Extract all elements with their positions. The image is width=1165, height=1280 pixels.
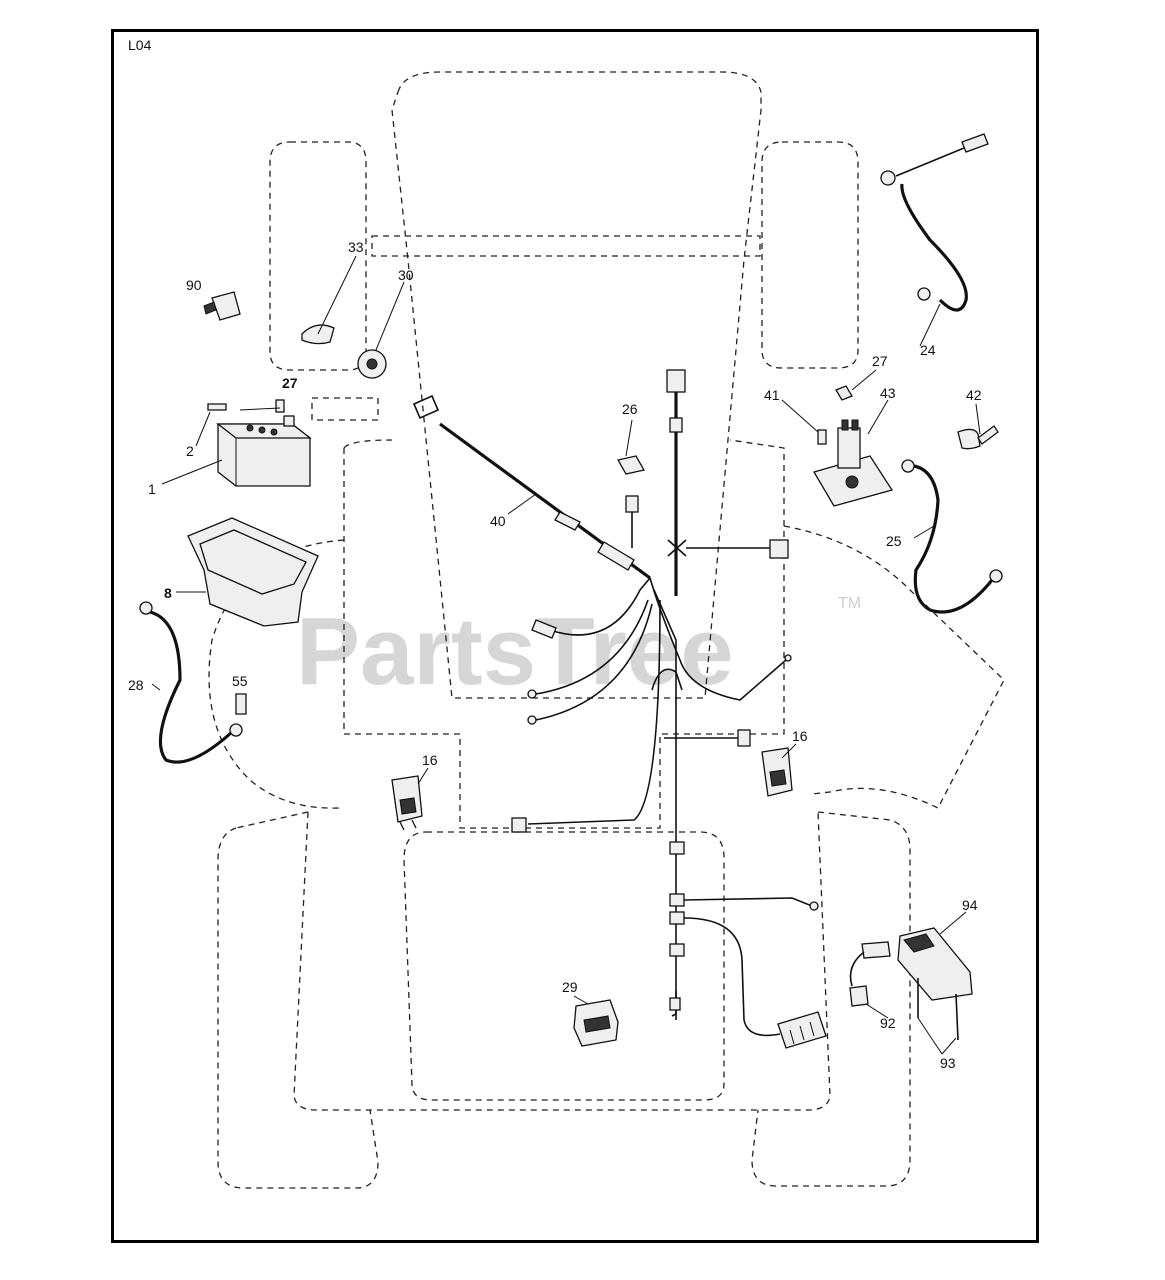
callout-labels: 1 2 8 16 16 24 25 26 27 27 28 29 30 33 4… <box>128 239 982 1071</box>
callout-92: 92 <box>880 1015 896 1031</box>
rear-right-tire-outline <box>751 811 911 1187</box>
part-26-fuse <box>616 455 646 475</box>
harness-top-plug <box>666 369 686 393</box>
part-1-battery <box>216 415 312 487</box>
callout-55: 55 <box>232 673 248 689</box>
callout-40: 40 <box>490 513 506 529</box>
callout-30: 30 <box>398 267 414 283</box>
front-right-tire-outline <box>761 141 859 369</box>
harness-branch-a-plug <box>531 619 557 639</box>
diagram-code: L04 <box>128 37 152 53</box>
callout-1: 1 <box>148 481 156 497</box>
tractor-outline <box>208 71 1005 1189</box>
part-90-relay <box>203 291 241 321</box>
hood-outline <box>391 71 762 699</box>
harness-sleeve-2 <box>597 541 635 571</box>
seat-deck-outline <box>403 831 725 1101</box>
harness-connector-top <box>412 394 440 420</box>
watermark-trademark: TM <box>838 595 861 612</box>
harness-branch-c <box>535 603 653 721</box>
harness-x-branch <box>667 539 770 557</box>
chassis-left-edge <box>343 439 393 449</box>
front-axle-bar <box>371 235 761 257</box>
part-16-switch-left <box>391 775 423 831</box>
callout-27-right: 27 <box>872 353 888 369</box>
callout-25: 25 <box>886 533 902 549</box>
callout-16-right: 16 <box>792 728 808 744</box>
part-33-clip <box>301 324 335 345</box>
part-16-switch-right <box>761 747 793 797</box>
harness-seat-branch <box>683 917 781 1037</box>
part-seat-harness-connector <box>777 1011 827 1049</box>
callout-27-left: 27 <box>282 375 298 391</box>
callout-42: 42 <box>966 387 982 403</box>
harness-terminal-b <box>527 689 537 699</box>
harness-pto-plug <box>737 729 751 747</box>
part-55-bolt <box>235 693 247 715</box>
harness-loop <box>649 577 787 701</box>
harness-branch-b <box>535 599 649 695</box>
callout-16-left: 16 <box>422 752 438 768</box>
front-left-tire-outline <box>269 141 367 371</box>
battery-mount-outline <box>311 397 379 421</box>
harness-rear-plug-1 <box>669 841 685 855</box>
harness-bottom-plug <box>669 997 681 1011</box>
harness-branch-a <box>549 577 651 636</box>
part-28-ground-cable <box>139 601 243 764</box>
harness-rear-plug-3 <box>669 911 685 925</box>
harness-rear-plug-4 <box>669 943 685 957</box>
callout-8: 8 <box>164 585 172 601</box>
watermark: PartsTree <box>296 598 734 705</box>
callout-33: 33 <box>348 239 364 255</box>
part-43-solenoid <box>813 419 894 507</box>
harness-rear-branch-right <box>683 897 813 907</box>
harness-trunk-down-2 <box>527 599 661 825</box>
callout-26: 26 <box>622 401 638 417</box>
harness-terminal-c <box>527 715 537 725</box>
harness-trunk-down <box>653 589 677 1020</box>
harness-rear-terminal <box>809 901 819 911</box>
harness-sleeve <box>554 511 581 531</box>
part-41-screw <box>817 429 827 445</box>
part-27-nut <box>275 399 285 413</box>
part-92-plug <box>849 941 891 1007</box>
part-8-battery-tray <box>187 517 319 627</box>
callout-43: 43 <box>880 385 896 401</box>
callout-2: 2 <box>186 443 194 459</box>
right-fender-outline <box>783 525 1005 809</box>
callout-90: 90 <box>186 277 202 293</box>
harness-lower-left-plug <box>511 817 527 833</box>
part-94-module <box>897 927 973 1001</box>
harness-terminal-right <box>784 654 792 662</box>
diagram-frame <box>111 29 1039 1243</box>
callout-93: 93 <box>940 1055 956 1071</box>
callout-94: 94 <box>962 897 978 913</box>
rear-left-tire-outline <box>217 811 379 1189</box>
part-27-nut-right <box>835 385 853 401</box>
part-30-ignition-switch <box>357 349 387 379</box>
harness-plug-upper <box>669 417 683 433</box>
harness-rear-plug-2 <box>669 893 685 907</box>
leader-lines <box>151 255 981 1055</box>
rear-body-outline <box>293 811 831 1111</box>
callout-28: 28 <box>128 677 144 693</box>
part-93-screws <box>917 978 959 1041</box>
part-2-bolt <box>207 403 227 411</box>
part-29-seat-switch <box>573 999 619 1047</box>
callout-24: 24 <box>920 342 936 358</box>
harness-small-plug <box>625 495 639 513</box>
wire-harness <box>412 369 819 1037</box>
harness-side-plug <box>769 539 789 559</box>
part-42-terminal-boot <box>957 425 999 450</box>
callout-41: 41 <box>764 387 780 403</box>
part-24-battery-cable <box>880 133 989 312</box>
part-25-starter-cable <box>901 459 1003 614</box>
callout-29: 29 <box>562 979 578 995</box>
